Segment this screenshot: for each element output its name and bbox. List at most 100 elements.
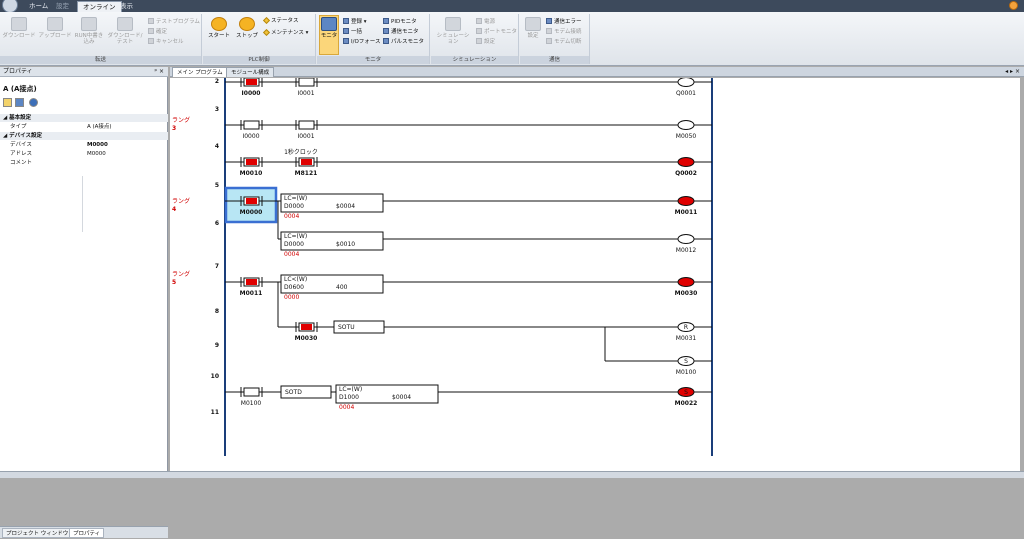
coil[interactable] bbox=[677, 234, 695, 244]
download-test-button[interactable]: ダウンロード/テスト bbox=[106, 16, 144, 45]
tab-home[interactable]: ホーム bbox=[29, 2, 49, 10]
confirm-button[interactable]: 確定 bbox=[148, 28, 167, 36]
register-label: 登録 bbox=[351, 19, 363, 25]
comm-settings-button[interactable]: 設定 bbox=[523, 16, 543, 39]
run-write-button[interactable]: RUN中書き込み bbox=[73, 16, 105, 45]
compare-box[interactable] bbox=[335, 384, 439, 404]
cancel-button[interactable]: キャンセル bbox=[148, 38, 184, 46]
contact-label: M0011 bbox=[240, 290, 263, 297]
rung-number: 5 bbox=[172, 279, 176, 286]
maintenance-label: メンテナンス bbox=[271, 30, 304, 36]
pulse-monitor-button[interactable]: パルスモニタ bbox=[383, 38, 424, 46]
ribbon-group-transfer: ダウンロード アップロード RUN中書き込み ダウンロード/テスト テストプログ… bbox=[0, 14, 202, 64]
tab-online[interactable]: オンライン bbox=[77, 1, 122, 12]
tab-main-program[interactable]: メイン プログラム bbox=[172, 67, 228, 77]
stop-button[interactable]: ストップ bbox=[234, 16, 260, 39]
rung-number: 4 bbox=[172, 206, 176, 213]
run-write-icon bbox=[81, 17, 97, 31]
comm-error-button[interactable]: 通信エラー bbox=[546, 18, 582, 26]
compare-value: 400 bbox=[336, 284, 348, 291]
tab-project-window[interactable]: プロジェクト ウィンドウ bbox=[2, 528, 73, 538]
batch-button[interactable]: 一括 bbox=[343, 28, 362, 36]
test-program-button[interactable]: テストプログラム bbox=[148, 18, 200, 26]
comm-error-icon bbox=[546, 18, 552, 24]
pin-close-icon[interactable]: ᵖ × bbox=[154, 68, 164, 75]
contact[interactable] bbox=[298, 120, 315, 130]
compare-current-value: 0000 bbox=[284, 294, 299, 301]
contact-on-fill bbox=[246, 159, 257, 165]
start-button[interactable]: スタート bbox=[206, 16, 232, 39]
coil[interactable] bbox=[677, 277, 695, 287]
start-label: スタート bbox=[207, 33, 230, 39]
line-number: 2 bbox=[215, 78, 219, 85]
coil[interactable] bbox=[677, 157, 695, 167]
coil-label: M0022 bbox=[675, 400, 698, 407]
coil[interactable] bbox=[677, 322, 695, 332]
contact-label: M0030 bbox=[295, 335, 318, 342]
contact[interactable] bbox=[298, 78, 315, 87]
compare-value: $0004 bbox=[392, 394, 411, 401]
upload-icon bbox=[47, 17, 63, 31]
contact[interactable] bbox=[243, 120, 260, 130]
maintenance-button[interactable]: メンテナンス ▾ bbox=[262, 28, 308, 37]
batch-icon bbox=[343, 28, 349, 34]
sotu-box[interactable] bbox=[333, 320, 385, 334]
coil[interactable] bbox=[677, 356, 695, 366]
port-monitor-button[interactable]: ポートモニタ bbox=[476, 28, 517, 36]
pulse-monitor-label: パルスモニタ bbox=[391, 39, 425, 45]
sotd-box[interactable] bbox=[280, 385, 332, 399]
coil[interactable] bbox=[677, 196, 695, 206]
contact[interactable] bbox=[243, 387, 260, 397]
help-icon[interactable] bbox=[1009, 1, 1018, 10]
cancel-label: キャンセル bbox=[156, 39, 184, 45]
register-button[interactable]: 登録 ▾ bbox=[343, 18, 367, 26]
test-program-label: テストプログラム bbox=[156, 19, 200, 25]
sort-alpha-icon[interactable] bbox=[15, 98, 24, 107]
window-controls-icon[interactable]: ◂ ▸ × bbox=[1005, 68, 1020, 75]
tab-settings[interactable]: 設定 bbox=[56, 2, 69, 10]
property-title: A (A接点) bbox=[3, 85, 37, 93]
compare-box[interactable] bbox=[280, 231, 384, 251]
categorized-icon[interactable] bbox=[3, 98, 12, 107]
panel-bottom-tabs: プロジェクト ウィンドウ プロパティ bbox=[0, 526, 168, 538]
sim-settings-button[interactable]: 設定 bbox=[476, 38, 495, 46]
monitor-button[interactable]: モニタ bbox=[319, 15, 339, 55]
coil[interactable] bbox=[677, 78, 695, 87]
io-force-button[interactable]: I/Oフォース bbox=[343, 38, 381, 46]
power-button[interactable]: 電源 bbox=[476, 18, 495, 26]
comm-monitor-button[interactable]: 通信モニタ bbox=[383, 28, 419, 36]
compare-box[interactable] bbox=[280, 274, 384, 294]
simulation-button[interactable]: シミュレーション bbox=[434, 16, 472, 45]
start-icon bbox=[211, 17, 227, 31]
property-row[interactable]: コメント bbox=[0, 159, 168, 167]
property-category[interactable]: ◢ デバイス設定 bbox=[0, 132, 168, 140]
upload-button[interactable]: アップロード bbox=[38, 16, 72, 39]
coil-mark: R bbox=[684, 324, 688, 331]
pid-monitor-button[interactable]: PIDモニタ bbox=[383, 18, 417, 26]
coil[interactable] bbox=[677, 387, 695, 397]
modem-disconnect-button[interactable]: モデム切断 bbox=[546, 38, 581, 46]
compare-value: $0010 bbox=[336, 241, 355, 248]
download-button[interactable]: ダウンロード bbox=[2, 16, 36, 39]
modem-connect-button[interactable]: モデム接続 bbox=[546, 28, 581, 36]
tab-module-config[interactable]: モジュール構成 bbox=[226, 67, 275, 77]
maintenance-icon bbox=[262, 28, 271, 37]
property-value: M0000 bbox=[87, 142, 108, 148]
help-info-icon[interactable] bbox=[29, 98, 38, 107]
property-category[interactable]: ◢ 基本設定 bbox=[0, 114, 168, 122]
register-icon bbox=[343, 18, 349, 24]
status-label: ステータス bbox=[271, 18, 299, 24]
coil[interactable] bbox=[677, 120, 695, 130]
compare-box[interactable] bbox=[280, 193, 384, 213]
tab-view[interactable]: 表示 bbox=[120, 2, 133, 10]
monitor-icon bbox=[321, 17, 337, 31]
status-button[interactable]: ステータス bbox=[262, 16, 299, 25]
tab-properties[interactable]: プロパティ bbox=[69, 528, 105, 538]
power-icon bbox=[476, 18, 482, 24]
comm-settings-icon bbox=[525, 17, 541, 31]
